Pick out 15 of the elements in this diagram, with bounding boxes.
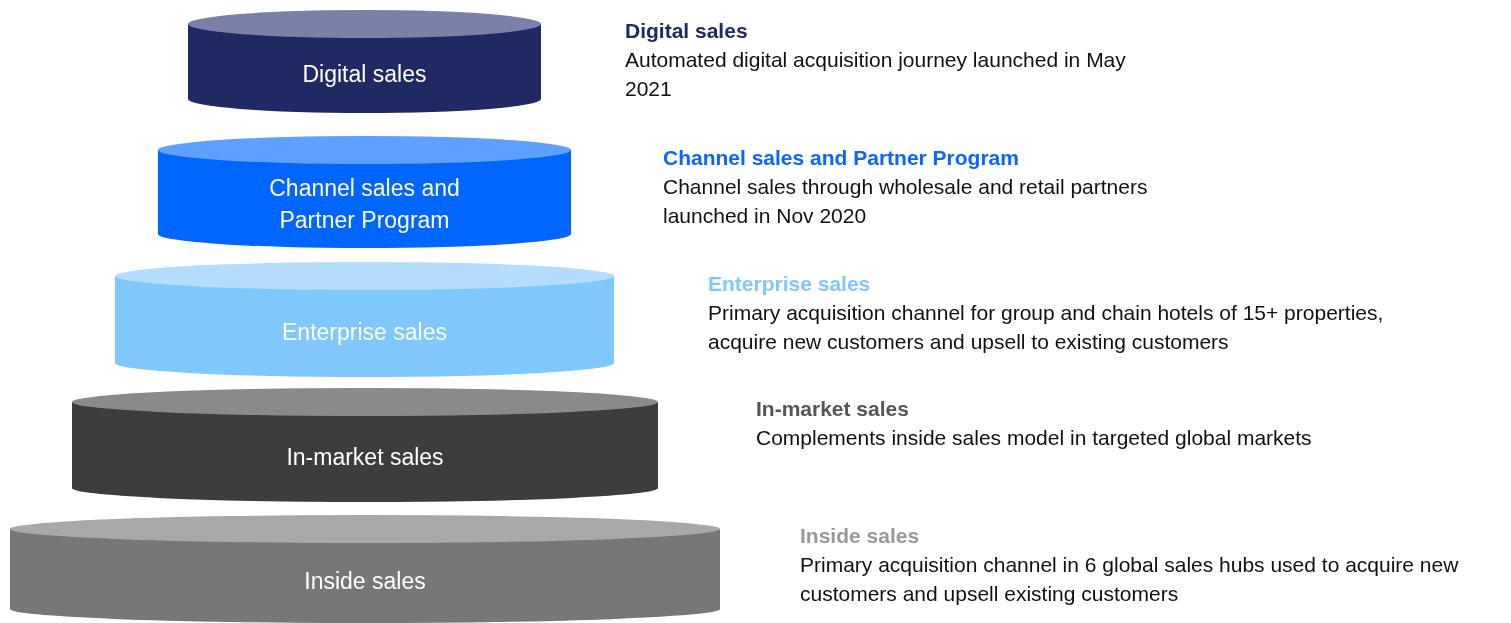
tier-label: In-market sales [286, 443, 444, 472]
tier-heading: Channel sales and Partner Program [663, 145, 1020, 171]
tier-label: Digital sales [302, 59, 427, 89]
tier-description: Channel sales through wholesale and retail partners launched in Nov 2020 [663, 174, 1149, 229]
tier-description: Primary acquisition channel in 6 global sales hubs used to acquire new customers and upsell existing customers [800, 552, 1460, 607]
tier-heading: Digital sales [625, 18, 749, 44]
tier-heading: In-market sales [756, 396, 910, 422]
tier-heading: Enterprise sales [708, 271, 872, 297]
tier-label: Inside sales [304, 567, 426, 596]
tier-label: Channel sales and Partner Program [268, 174, 461, 235]
tier-description: Automated digital acquisition journey launched in May 2021 [625, 47, 1127, 102]
tier-heading: Inside sales [800, 523, 921, 549]
tier-label: Enterprise sales [282, 317, 447, 347]
tier-description: Primary acquisition channel for group and chain hotels of 15+ properties, acquire new customers and upsell to existing customers [708, 300, 1385, 355]
tier-description: Complements inside sales model in targeted global markets [756, 425, 1313, 451]
